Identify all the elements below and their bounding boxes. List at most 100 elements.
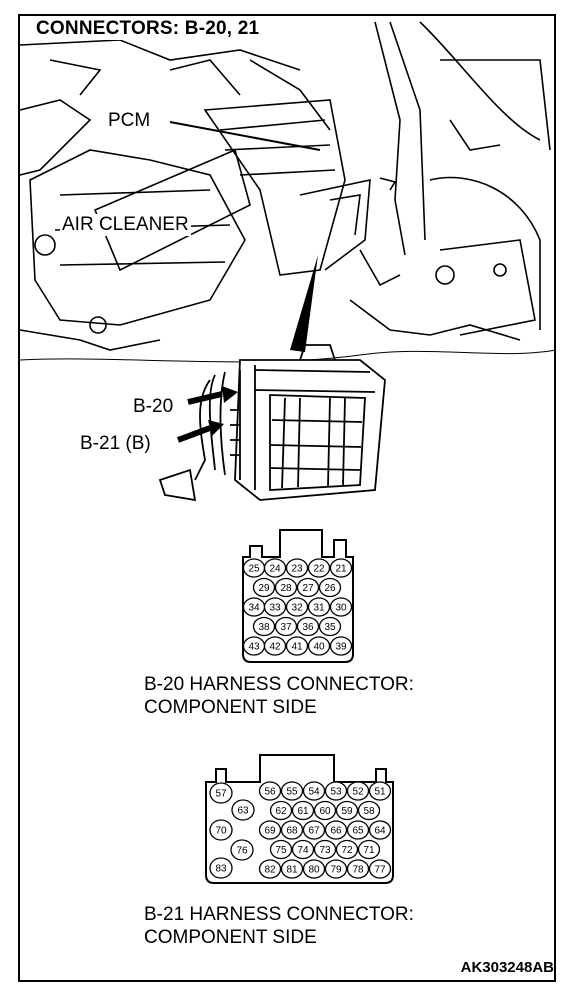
b21-arrow bbox=[176, 420, 224, 443]
pin-62: 62 bbox=[269, 800, 293, 821]
pin-64: 64 bbox=[368, 820, 392, 840]
svg-text:31: 31 bbox=[313, 603, 325, 614]
svg-text:28: 28 bbox=[280, 583, 292, 594]
pin-38: 38 bbox=[252, 616, 276, 637]
svg-text:64: 64 bbox=[374, 826, 386, 837]
pin-76: 76 bbox=[230, 839, 254, 861]
svg-text:39: 39 bbox=[335, 642, 347, 653]
pcm-detail-illustration bbox=[158, 344, 386, 502]
pin-77: 77 bbox=[368, 859, 392, 879]
svg-text:43: 43 bbox=[248, 642, 260, 653]
svg-text:74: 74 bbox=[297, 845, 309, 856]
svg-text:82: 82 bbox=[264, 865, 276, 876]
pin-26: 26 bbox=[318, 577, 342, 598]
pin-41: 41 bbox=[285, 636, 309, 656]
svg-text:37: 37 bbox=[280, 622, 292, 633]
svg-text:68: 68 bbox=[286, 826, 298, 837]
svg-text:30: 30 bbox=[335, 603, 347, 614]
pin-32: 32 bbox=[285, 597, 309, 617]
svg-text:83: 83 bbox=[215, 864, 227, 875]
svg-text:60: 60 bbox=[319, 806, 331, 817]
pin-27: 27 bbox=[296, 577, 320, 598]
svg-text:29: 29 bbox=[258, 583, 270, 594]
pin-31: 31 bbox=[307, 597, 331, 617]
b21-caption-line1: B-21 HARNESS CONNECTOR: bbox=[144, 904, 414, 925]
pin-61: 61 bbox=[291, 800, 315, 821]
b20-arrow bbox=[187, 386, 238, 405]
svg-text:22: 22 bbox=[313, 564, 325, 575]
pin-83: 83 bbox=[209, 857, 233, 879]
svg-text:52: 52 bbox=[352, 787, 364, 798]
pin-52: 52 bbox=[346, 781, 370, 801]
svg-text:70: 70 bbox=[215, 826, 227, 837]
b21-caption-line2: COMPONENT SIDE bbox=[144, 927, 317, 948]
pcm-label: PCM bbox=[106, 110, 153, 132]
svg-text:25: 25 bbox=[248, 564, 260, 575]
figure-code: AK303248AB bbox=[460, 959, 554, 976]
svg-text:38: 38 bbox=[258, 622, 270, 633]
pin-55: 55 bbox=[280, 781, 304, 801]
svg-text:34: 34 bbox=[248, 603, 260, 614]
pin-78: 78 bbox=[346, 859, 370, 879]
b20-label: B-20 bbox=[131, 396, 176, 418]
svg-text:56: 56 bbox=[264, 787, 276, 798]
svg-text:27: 27 bbox=[302, 583, 314, 594]
svg-text:76: 76 bbox=[236, 846, 248, 857]
pin-42: 42 bbox=[263, 636, 287, 656]
b21-label: B-21 (B) bbox=[78, 433, 153, 455]
pin-70: 70 bbox=[209, 819, 233, 841]
pin-39: 39 bbox=[329, 636, 353, 656]
svg-text:62: 62 bbox=[275, 806, 287, 817]
air-cleaner-label: AIR CLEANER bbox=[60, 214, 191, 236]
pin-54: 54 bbox=[302, 781, 326, 801]
pin-51: 51 bbox=[368, 781, 392, 801]
pcm-leader-line bbox=[169, 121, 321, 151]
svg-text:26: 26 bbox=[324, 583, 336, 594]
svg-text:53: 53 bbox=[330, 787, 342, 798]
svg-text:24: 24 bbox=[269, 564, 281, 575]
pin-65: 65 bbox=[346, 820, 370, 840]
b20-caption: B-20 HARNESS CONNECTOR: COMPONENT SIDE bbox=[144, 673, 414, 719]
b21-caption: B-21 HARNESS CONNECTOR: COMPONENT SIDE bbox=[144, 903, 414, 949]
pin-22: 22 bbox=[307, 558, 331, 578]
svg-text:54: 54 bbox=[308, 787, 320, 798]
svg-text:33: 33 bbox=[269, 603, 281, 614]
pin-40: 40 bbox=[307, 636, 331, 656]
engine-bay-illustration bbox=[19, 21, 551, 351]
svg-text:78: 78 bbox=[352, 865, 364, 876]
pin-37: 37 bbox=[274, 616, 298, 637]
pointer-triangle bbox=[290, 255, 318, 352]
svg-text:77: 77 bbox=[374, 865, 386, 876]
svg-text:72: 72 bbox=[341, 845, 353, 856]
pin-60: 60 bbox=[313, 800, 337, 821]
pin-66: 66 bbox=[324, 820, 348, 840]
pin-35: 35 bbox=[318, 616, 342, 637]
pin-56: 56 bbox=[258, 781, 282, 801]
pin-23: 23 bbox=[285, 558, 309, 578]
svg-text:41: 41 bbox=[291, 642, 303, 653]
pin-58: 58 bbox=[357, 800, 381, 821]
pin-79: 79 bbox=[324, 859, 348, 879]
svg-text:75: 75 bbox=[275, 845, 287, 856]
svg-text:63: 63 bbox=[237, 806, 249, 817]
pin-43: 43 bbox=[242, 636, 266, 656]
pin-73: 73 bbox=[313, 839, 337, 860]
svg-text:58: 58 bbox=[363, 806, 375, 817]
svg-text:40: 40 bbox=[313, 642, 325, 653]
pin-71: 71 bbox=[357, 839, 381, 860]
pin-30: 30 bbox=[329, 597, 353, 617]
svg-text:71: 71 bbox=[363, 845, 375, 856]
b20-caption-line2: COMPONENT SIDE bbox=[144, 697, 317, 718]
pin-81: 81 bbox=[280, 859, 304, 879]
svg-text:59: 59 bbox=[341, 806, 353, 817]
b20-caption-line1: B-20 HARNESS CONNECTOR: bbox=[144, 674, 414, 695]
pin-68: 68 bbox=[280, 820, 304, 840]
pin-21: 21 bbox=[329, 558, 353, 578]
pin-63: 63 bbox=[231, 799, 255, 821]
svg-text:55: 55 bbox=[286, 787, 298, 798]
pin-28: 28 bbox=[274, 577, 298, 598]
svg-text:73: 73 bbox=[319, 845, 331, 856]
pin-80: 80 bbox=[302, 859, 326, 879]
